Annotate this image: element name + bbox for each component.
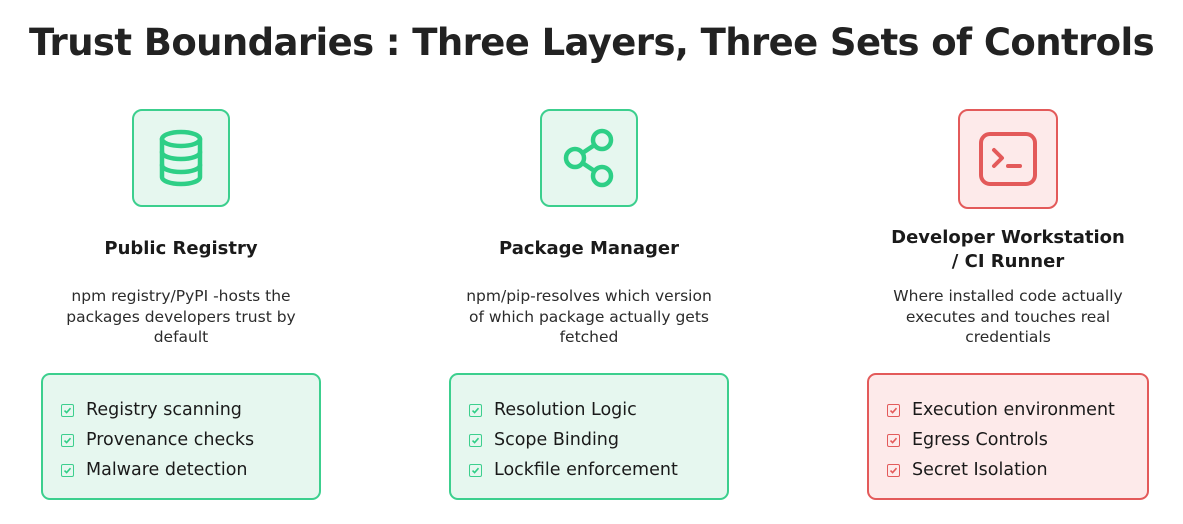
description-line: Where installed code actually <box>893 287 1123 305</box>
column-title: Developer Workstation / CI Runner <box>867 226 1149 274</box>
column-description: Where installed code actually executes a… <box>867 286 1149 348</box>
page-title: Trust Boundaries : Three Layers, Three S… <box>28 21 1155 64</box>
control-item: Lockfile enforcement <box>469 455 727 485</box>
checkbox-checked-icon <box>887 403 900 417</box>
control-item: Provenance checks <box>61 425 319 455</box>
share-icon <box>563 128 614 188</box>
checkbox-checked-icon <box>61 433 74 447</box>
checkbox-checked-icon <box>469 463 482 477</box>
column-title-line: Public Registry <box>104 238 258 259</box>
control-label: Provenance checks <box>86 430 255 450</box>
control-item: Egress Controls <box>887 425 1147 455</box>
description-line: default <box>153 328 209 346</box>
checkbox-checked-icon <box>61 463 74 477</box>
control-label: Malware detection <box>86 460 248 480</box>
description-line: npm registry/PyPI -hosts the <box>71 287 291 305</box>
control-item: Execution environment <box>887 395 1147 425</box>
column-title-line: / CI Runner <box>951 251 1065 272</box>
description-line: executes and touches real <box>905 307 1111 326</box>
database-icon <box>159 129 203 187</box>
terminal-icon <box>979 132 1037 186</box>
column-description: npm registry/PyPI -hosts the packages de… <box>41 286 321 348</box>
description-line: fetched <box>559 328 619 346</box>
column-package-manager: Package Manager npm/pip-resolves which v… <box>449 0 729 524</box>
icon-box-package-manager <box>540 109 638 207</box>
description-line: packages developers trust by <box>66 307 296 326</box>
control-item: Resolution Logic <box>469 395 727 425</box>
column-title: Package Manager <box>449 237 729 261</box>
control-item: Scope Binding <box>469 425 727 455</box>
checkbox-checked-icon <box>887 463 900 477</box>
control-label: Registry scanning <box>86 400 242 420</box>
column-title-line: Developer Workstation <box>891 227 1125 248</box>
checkbox-checked-icon <box>469 433 482 447</box>
controls-list: Resolution Logic Scope Binding Lockfile … <box>449 373 729 500</box>
control-item: Secret Isolation <box>887 455 1147 485</box>
description-line: credentials <box>965 328 1051 346</box>
control-item: Malware detection <box>61 455 319 485</box>
controls-list: Registry scanning Provenance checks Malw… <box>41 373 321 500</box>
icon-box-developer-workstation <box>958 109 1058 209</box>
control-label: Egress Controls <box>912 430 1048 450</box>
control-label: Lockfile enforcement <box>494 460 678 480</box>
checkbox-checked-icon <box>61 403 74 417</box>
column-description: npm/pip-resolves which version of which … <box>449 286 729 348</box>
column-title-line: Package Manager <box>499 238 679 259</box>
controls-list: Execution environment Egress Controls Se… <box>867 373 1149 500</box>
checkbox-checked-icon <box>887 433 900 447</box>
icon-box-public-registry <box>132 109 230 207</box>
column-developer-workstation: Developer Workstation / CI Runner Where … <box>867 0 1149 524</box>
control-label: Resolution Logic <box>494 400 637 420</box>
description-line: npm/pip-resolves which version <box>466 287 712 305</box>
column-public-registry: Public Registry npm registry/PyPI -hosts… <box>41 0 321 524</box>
control-label: Execution environment <box>912 400 1115 420</box>
description-line: of which package actually gets <box>469 307 709 326</box>
column-title: Public Registry <box>41 237 321 261</box>
checkbox-checked-icon <box>469 403 482 417</box>
control-label: Scope Binding <box>494 430 620 450</box>
control-label: Secret Isolation <box>912 460 1048 480</box>
control-item: Registry scanning <box>61 395 319 425</box>
